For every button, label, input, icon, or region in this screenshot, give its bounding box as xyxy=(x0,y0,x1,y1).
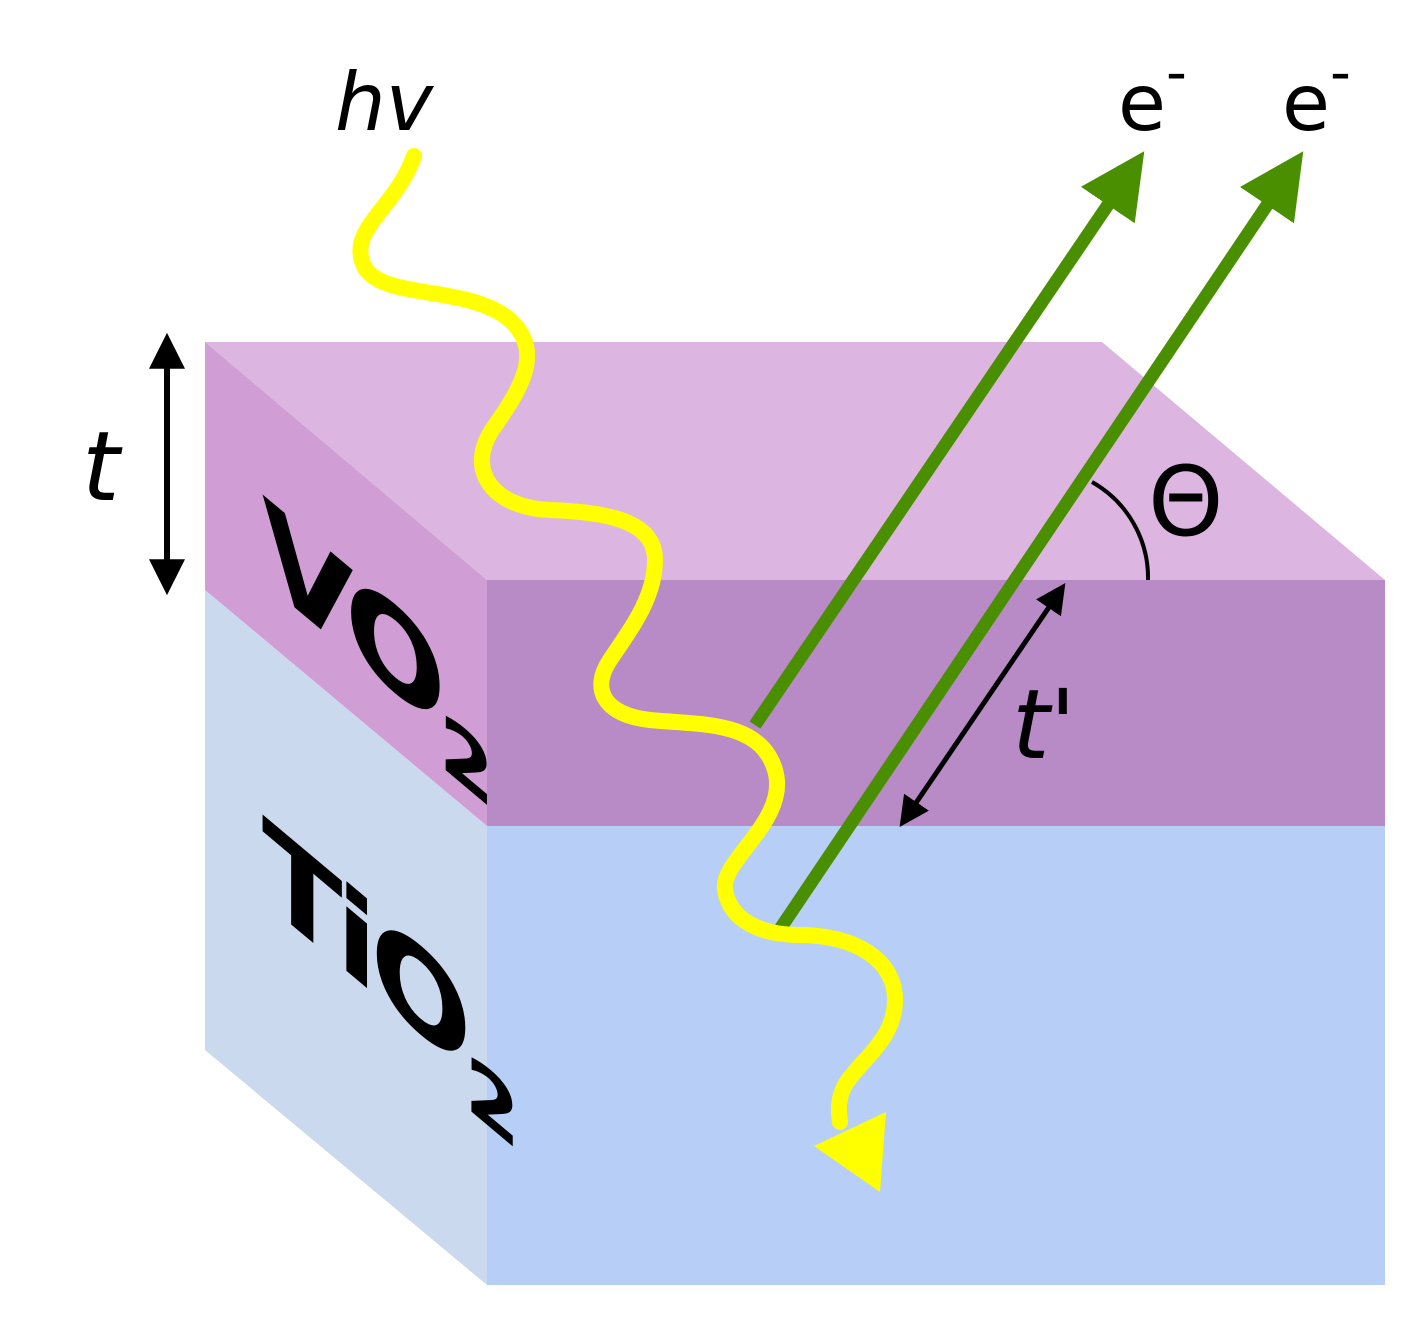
angle-label: Θ xyxy=(1148,446,1224,558)
tio2-left-face xyxy=(205,590,487,1285)
electron-label-1: e- xyxy=(1118,38,1187,149)
thickness-label: t xyxy=(82,411,123,523)
path-length-arrow xyxy=(899,583,1066,827)
photon-label: hv xyxy=(335,56,435,149)
electron-label-2: e- xyxy=(1282,38,1351,149)
electron-path-1 xyxy=(749,151,1145,729)
photon-arrowhead xyxy=(814,1112,886,1192)
path-length-label: t' xyxy=(1012,669,1076,781)
electron-path-2 xyxy=(772,151,1304,936)
vo2-left-face xyxy=(205,342,487,826)
angle-arc xyxy=(1091,480,1151,581)
vo2-top-face xyxy=(205,342,1385,580)
photon-path xyxy=(352,148,904,1130)
tio2-front-face xyxy=(487,826,1385,1285)
